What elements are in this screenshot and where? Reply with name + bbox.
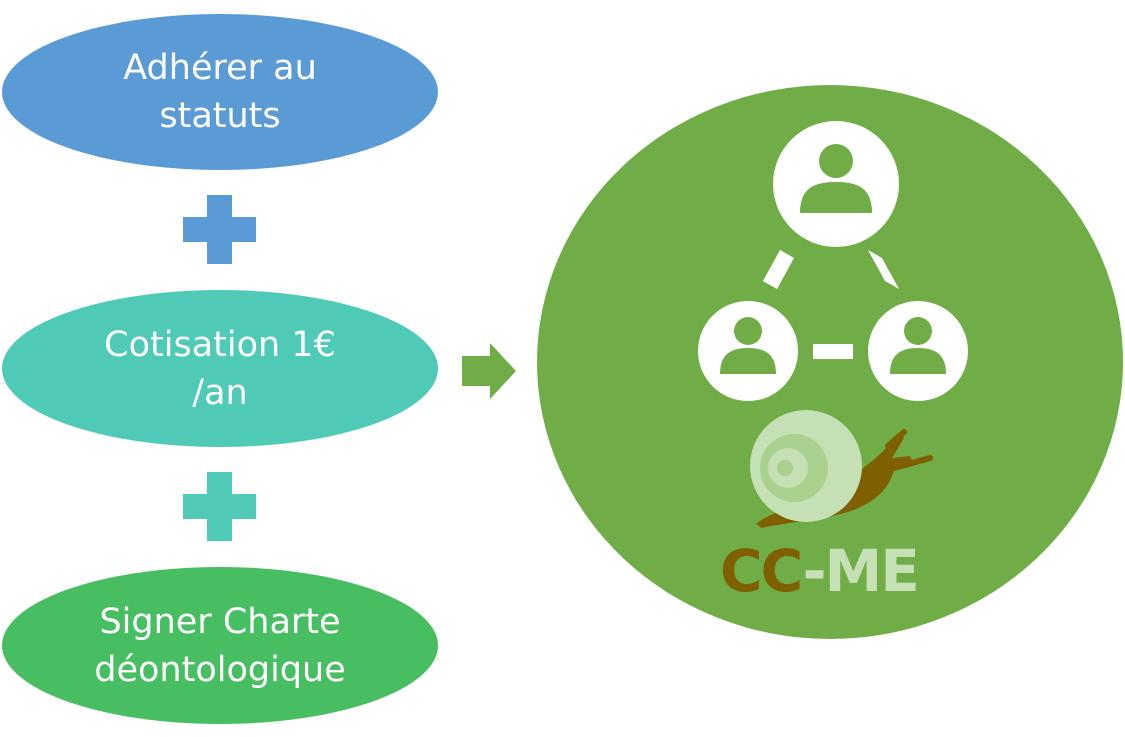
step-statuts-line2: statuts: [159, 96, 281, 136]
step-ellipse-charte: Signer Charte déontologique: [2, 567, 438, 724]
step-statuts-line1: Adhérer au: [123, 48, 317, 88]
person-icon: [773, 121, 899, 247]
plus-icon: [183, 472, 256, 541]
connector-line: [763, 250, 794, 289]
step-charte-line1: Signer Charte: [99, 601, 341, 642]
connector-line: [868, 250, 899, 289]
person-icon: [868, 301, 968, 401]
plus-icon: [183, 195, 256, 264]
snail-logo-icon: [750, 410, 933, 528]
logo-text: CC-ME: [720, 542, 920, 600]
network-circle: [537, 85, 1123, 639]
step-cotisation-line1: Cotisation 1€: [104, 324, 336, 365]
connector-line: [813, 344, 853, 359]
step-charte-line2: déontologique: [94, 649, 346, 690]
step-cotisation-line2: /an: [192, 372, 248, 413]
logo-text-part1: CC: [720, 537, 804, 605]
step-ellipse-cotisation: Cotisation 1€ /an: [2, 290, 438, 447]
arrow-right-icon: [462, 343, 516, 399]
step-ellipse-statuts: Adhérer au statuts: [2, 14, 438, 170]
person-icon: [698, 301, 798, 401]
logo-text-part2: -ME: [802, 537, 919, 605]
